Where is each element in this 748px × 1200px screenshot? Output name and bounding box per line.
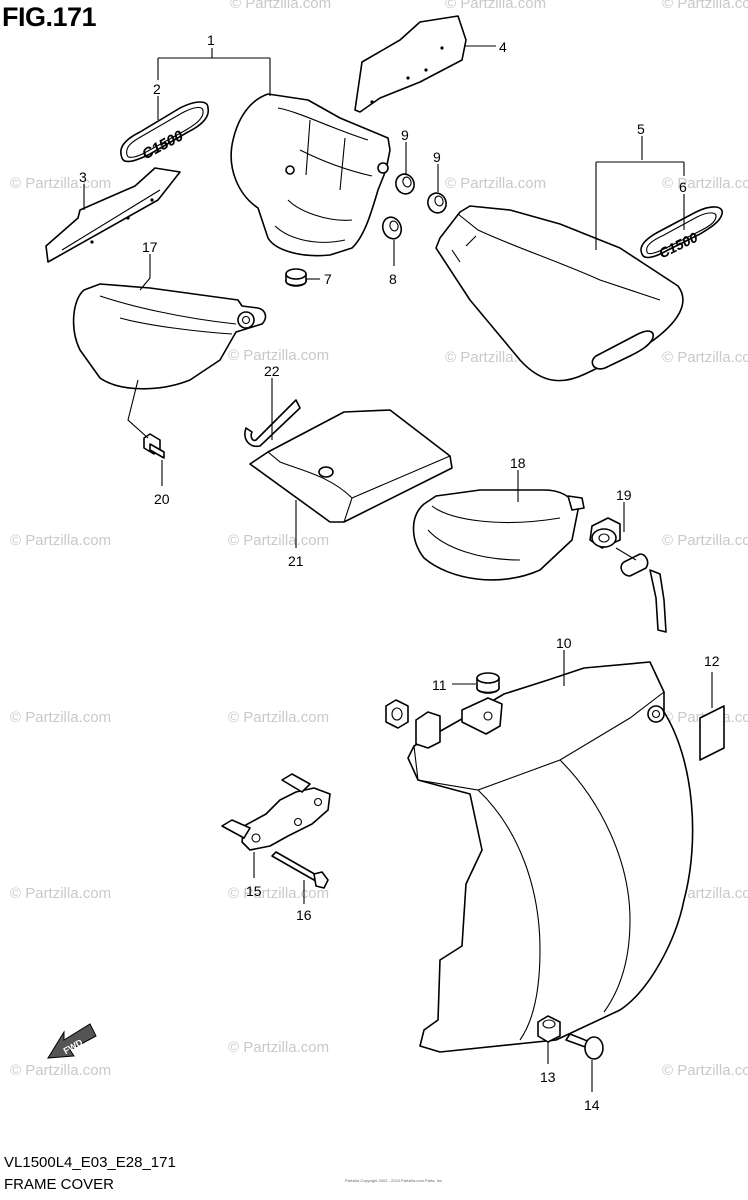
callout-4: 4 <box>499 39 507 55</box>
callout-5: 5 <box>637 121 645 137</box>
callout-11: 11 <box>432 677 447 693</box>
figure-name: FRAME COVER <box>4 1176 115 1193</box>
callout-18: 18 <box>510 455 526 471</box>
part-16-bolt <box>271 851 329 889</box>
part-22-hex-key <box>244 399 301 448</box>
callout-3: 3 <box>79 169 87 185</box>
model-code: VL1500L4_E03_E28_171 <box>4 1154 176 1171</box>
part-14-bolt <box>565 1033 604 1060</box>
callout-10: 10 <box>556 635 572 651</box>
callout-8: 8 <box>389 271 397 287</box>
watermark: © Partzilla.com <box>662 0 748 12</box>
grommet <box>385 699 409 729</box>
copyright-fine-print: Partzilla Copyright 2002 - 2024 Partzill… <box>345 1178 444 1183</box>
callout-19: 19 <box>616 487 632 503</box>
fwd-arrow-icon: FWD <box>47 1023 97 1059</box>
part-1-left-frame-cover <box>230 93 391 257</box>
part-6-emblem: C1500 <box>640 206 723 261</box>
callout-6: 6 <box>679 179 687 195</box>
watermark: © Partzilla.com <box>10 885 111 902</box>
callout-2: 2 <box>153 81 161 97</box>
callout-22: 22 <box>264 363 280 379</box>
watermark: © Partzilla.com <box>228 532 329 549</box>
watermark: © Partzilla.com <box>228 1039 329 1056</box>
part-13-grommet <box>537 1015 561 1043</box>
part-15-bracket <box>221 773 331 851</box>
part-8-grommet <box>381 216 403 240</box>
callout-7: 7 <box>324 271 332 287</box>
part-9-grommet-b <box>427 192 447 214</box>
figure-title: FIG.171 <box>2 2 97 32</box>
part-21-tool-bag <box>249 409 453 523</box>
callout-13: 13 <box>540 1069 556 1085</box>
watermark: © Partzilla.com <box>228 885 329 902</box>
watermark: © Partzilla.com <box>662 349 748 366</box>
part-17-tool-box <box>72 283 267 390</box>
leader-lines <box>83 45 713 1092</box>
part-18-tool-case <box>412 489 585 581</box>
watermark: © Partzilla.com <box>445 175 546 192</box>
watermark: © Partzilla.com <box>10 1062 111 1079</box>
watermark: © Partzilla.com <box>662 532 748 549</box>
callout-14: 14 <box>584 1097 600 1113</box>
part-3-left-pad <box>45 167 181 263</box>
watermark: © Partzilla.com <box>230 0 331 12</box>
part-20-bolt <box>143 433 165 459</box>
watermark: © Partzilla.com <box>10 709 111 726</box>
part-4-right-pad <box>354 15 467 113</box>
watermark: © Partzilla.com <box>662 175 748 192</box>
callout-1: 1 <box>207 32 215 48</box>
part-2-emblem: C1500 <box>120 101 210 163</box>
watermark: © Partzilla.com <box>228 347 329 364</box>
watermark: © Partzilla.com <box>445 0 546 12</box>
callout-9: 9 <box>433 149 441 165</box>
part-5-right-frame-cover <box>435 205 684 382</box>
callout-12: 12 <box>704 653 720 669</box>
callout-16: 16 <box>296 907 312 923</box>
part-19-lock <box>589 517 667 633</box>
callout-21: 21 <box>288 553 304 569</box>
watermark: © Partzilla.com <box>10 175 111 192</box>
watermark: © Partzilla.com <box>228 709 329 726</box>
watermark-layer: © Partzilla.com © Partzilla.com © Partzi… <box>10 0 748 1079</box>
callout-15: 15 <box>246 883 262 899</box>
part-11-grommet <box>476 672 500 694</box>
part-9-grommet-a <box>395 173 415 195</box>
watermark: © Partzilla.com <box>10 532 111 549</box>
part-10-lower-side-cover <box>407 661 694 1053</box>
callout-9: 9 <box>401 127 409 143</box>
callout-labels: 1 2 3 4 5 6 7 8 9 9 10 11 12 13 14 15 16… <box>79 32 720 1113</box>
callout-20: 20 <box>154 491 170 507</box>
watermark: © Partzilla.com <box>662 1062 748 1079</box>
part-12-label <box>699 705 725 761</box>
callout-17: 17 <box>142 239 158 255</box>
part-7-grommet <box>285 268 307 287</box>
